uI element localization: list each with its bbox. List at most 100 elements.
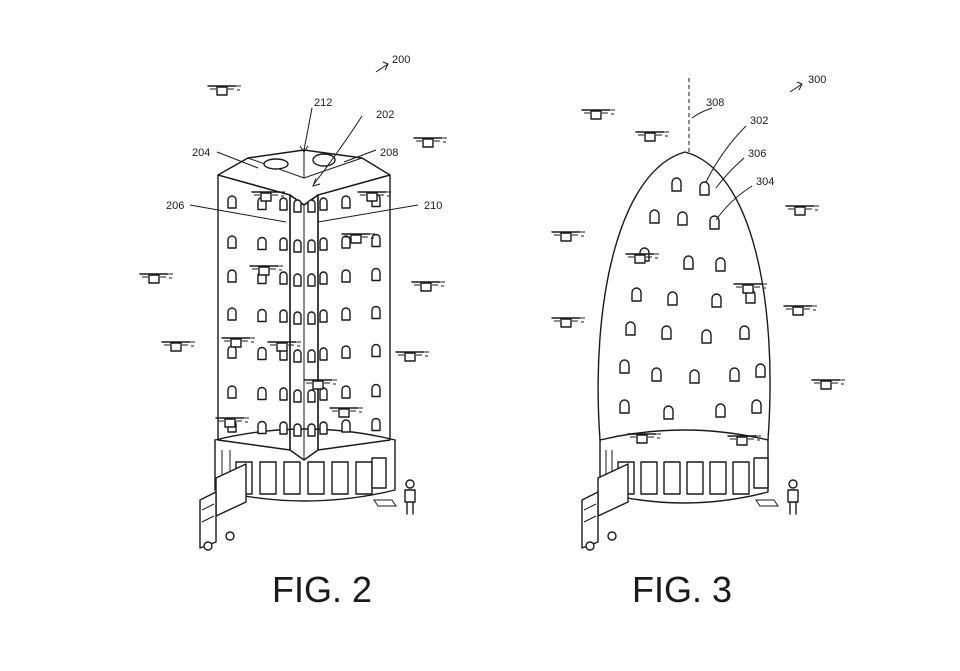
door-window-icon [711, 293, 722, 308]
door-window-icon [279, 387, 288, 401]
door-window-icon [257, 236, 267, 251]
drone-icon [249, 265, 283, 276]
door-window-icon [663, 405, 674, 420]
fig2-leaders [189, 61, 419, 223]
door-window-icon [227, 307, 237, 321]
door-window-icon [279, 271, 288, 285]
drone-icon [341, 233, 375, 244]
door-window-icon [307, 199, 316, 213]
ref-210: 210 [424, 200, 442, 212]
fig3-dome [597, 151, 771, 441]
door-window-icon [307, 273, 316, 287]
door-window-icon [667, 291, 678, 306]
door-window-icon [319, 237, 328, 251]
fig3-windows [619, 177, 766, 420]
ref-304: 304 [756, 176, 774, 188]
drone-icon [811, 379, 845, 390]
ref-306: 306 [748, 148, 766, 160]
door-window-icon [649, 209, 660, 224]
door-window-icon [293, 273, 302, 287]
fig2-windows [227, 193, 381, 437]
ref-308: 308 [706, 97, 724, 109]
door-window-icon [227, 385, 237, 399]
drone-icon [783, 305, 817, 316]
drone-icon [785, 205, 819, 216]
fig2-caption: FIG. 2 [272, 569, 372, 610]
fig2-base-top [214, 428, 396, 441]
drone-icon [221, 337, 255, 348]
drone-icon [581, 109, 615, 120]
fig2-base-bays [221, 450, 373, 495]
drone-icon [267, 341, 301, 352]
door-window-icon [619, 359, 630, 374]
door-window-icon [319, 309, 328, 323]
door-window-icon [677, 211, 688, 226]
door-window-icon [319, 347, 328, 361]
door-window-icon [341, 419, 351, 433]
door-window-icon [307, 423, 316, 437]
fig2-roof-hatch-left [263, 158, 289, 170]
fig3-tower [597, 78, 771, 504]
ref-212: 212 [314, 97, 332, 109]
fig2-delivery-truck-icon [199, 463, 247, 551]
door-window-icon [341, 269, 351, 283]
drone-icon [627, 433, 661, 444]
door-window-icon [739, 325, 750, 340]
door-window-icon [293, 389, 302, 403]
door-window-icon [307, 349, 316, 363]
door-window-icon [319, 197, 328, 211]
door-window-icon [631, 287, 642, 302]
door-window-icon [293, 239, 302, 253]
drone-icon [215, 417, 249, 428]
fig3-caption: FIG. 3 [632, 569, 732, 610]
ref-200: 200 [392, 54, 410, 66]
door-window-icon [755, 363, 766, 378]
door-window-icon [279, 421, 288, 435]
door-window-icon [341, 345, 351, 359]
door-window-icon [371, 417, 381, 432]
door-window-icon [651, 367, 662, 382]
door-window-icon [661, 325, 672, 340]
fig3-person-icon [787, 479, 799, 515]
door-window-icon [371, 305, 381, 320]
door-window-icon [257, 386, 267, 401]
door-window-icon [257, 308, 267, 323]
drone-icon [251, 191, 285, 202]
door-window-icon [307, 389, 316, 403]
door-window-icon [371, 343, 381, 358]
door-window-icon [227, 235, 237, 249]
door-window-icon [279, 237, 288, 251]
drones-layer [139, 85, 845, 446]
fig2-person-icon [404, 479, 416, 515]
ref-302: 302 [750, 115, 768, 127]
door-window-icon [371, 383, 381, 398]
door-window-icon [341, 307, 351, 321]
door-window-icon [371, 267, 381, 282]
door-window-icon [319, 271, 328, 285]
door-window-icon [689, 369, 700, 384]
door-window-icon [619, 399, 630, 414]
door-window-icon [293, 311, 302, 325]
door-window-icon [227, 195, 237, 209]
door-window-icon [307, 311, 316, 325]
door-window-icon [279, 309, 288, 323]
drone-icon [733, 283, 767, 294]
ref-206: 206 [166, 200, 184, 212]
drone-icon [161, 341, 195, 352]
door-window-icon [341, 195, 351, 209]
door-window-icon [319, 387, 328, 401]
drone-icon [357, 191, 391, 202]
door-window-icon [227, 269, 237, 283]
door-window-icon [371, 233, 381, 248]
drone-icon [413, 137, 447, 148]
fig2-roof [217, 149, 391, 206]
door-window-icon [257, 346, 267, 361]
fig3-loading-door-icon [753, 457, 779, 507]
drone-icon [727, 435, 761, 446]
door-window-icon [625, 321, 636, 336]
drone-icon [551, 231, 585, 242]
drone-icon [635, 131, 669, 142]
drone-icon [625, 253, 659, 264]
door-window-icon [319, 421, 328, 435]
